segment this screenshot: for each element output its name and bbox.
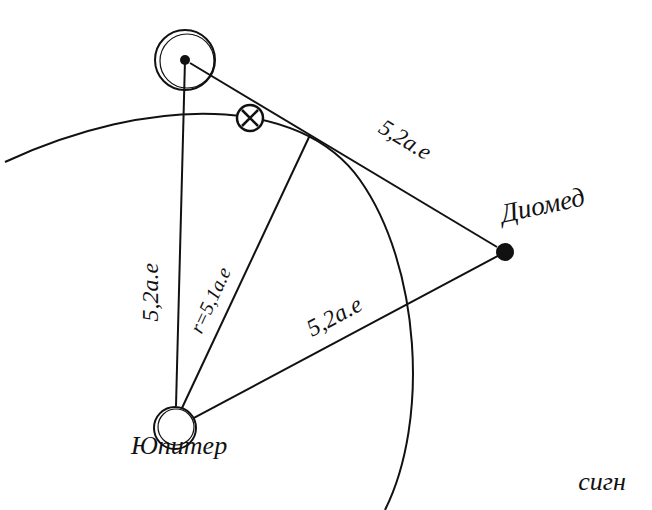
planet-name: Диомед: [498, 182, 588, 229]
distance-line: [190, 63, 497, 247]
orbit-arc: [5, 114, 413, 510]
planet-node: Диомед: [496, 243, 514, 261]
distance-line: [176, 60, 185, 406]
crossed-body: [237, 105, 263, 131]
distance-label: 5,2а.е: [137, 261, 163, 324]
distance-label: 5,2а.е: [301, 289, 369, 342]
planet-name: Юпитер: [131, 432, 227, 461]
planet-node: Юпитер: [153, 406, 197, 450]
crossed-body-cross: [242, 110, 258, 126]
distance-label: сигн: [576, 468, 628, 497]
distance-label: r=5,1а.е: [184, 262, 235, 339]
planet-outline: [497, 244, 513, 260]
distance-line: [194, 256, 498, 418]
distance-label: 5,2а.е: [373, 114, 438, 167]
planet-circle: [496, 243, 514, 261]
top-body-sketch: [160, 34, 214, 88]
